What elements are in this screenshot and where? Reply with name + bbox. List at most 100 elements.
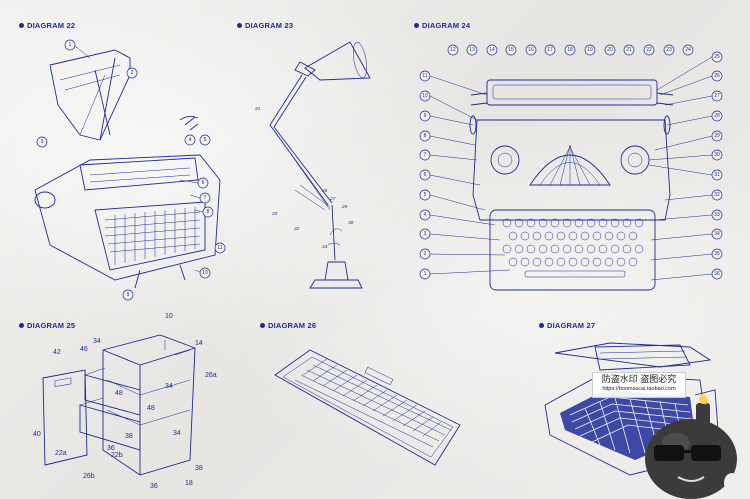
diagram-26-keyboard	[274, 349, 461, 466]
svg-text:34: 34	[93, 338, 101, 345]
diagram-22-title: DIAGRAM 22	[19, 21, 75, 30]
svg-text:8: 8	[207, 209, 210, 215]
svg-text:35: 35	[714, 251, 720, 257]
svg-text:18: 18	[567, 47, 573, 53]
watermark-banner: 防盗水印 盗图必究 https://boomsucai.taobao.com	[592, 372, 686, 398]
svg-text:6: 6	[424, 172, 427, 178]
svg-text:10: 10	[165, 313, 173, 320]
svg-text:10: 10	[202, 270, 208, 276]
svg-text:15: 15	[508, 47, 514, 53]
svg-text:23: 23	[666, 47, 672, 53]
svg-text:48: 48	[147, 405, 155, 412]
svg-text:14: 14	[195, 340, 203, 347]
svg-text:30: 30	[714, 152, 720, 158]
svg-text:11: 11	[422, 73, 427, 79]
svg-text:31: 31	[714, 172, 720, 178]
diagram-24-manual-typewriter: 12 13 14 15 16 17 18 19 20 21 22 23 24 2…	[419, 44, 723, 291]
svg-text:32: 32	[294, 226, 300, 232]
svg-text:22b: 22b	[111, 452, 123, 459]
diagram-23-title: DIAGRAM 23	[237, 21, 293, 30]
watermark-text: 防盗水印 盗图必究	[601, 374, 677, 384]
svg-text:10: 10	[422, 93, 428, 99]
svg-text:14: 14	[489, 47, 495, 53]
svg-text:34: 34	[173, 430, 181, 437]
svg-text:36: 36	[150, 483, 158, 490]
svg-text:33: 33	[272, 211, 278, 217]
svg-text:32: 32	[714, 192, 720, 198]
svg-text:6: 6	[202, 180, 205, 186]
diagram-title-text: DIAGRAM 22	[27, 21, 76, 30]
svg-text:27: 27	[329, 196, 336, 202]
svg-text:34: 34	[165, 383, 173, 390]
svg-text:1: 1	[69, 42, 72, 48]
svg-text:3: 3	[424, 231, 427, 237]
diagram-27-title: DIAGRAM 27	[539, 321, 595, 330]
svg-text:5: 5	[204, 137, 207, 143]
bomb-mascot-icon	[645, 394, 740, 499]
svg-text:30: 30	[348, 220, 354, 226]
diagram-title-text: DIAGRAM 25	[27, 321, 76, 330]
svg-text:7: 7	[424, 152, 427, 158]
svg-text:9: 9	[424, 113, 427, 119]
svg-text:36: 36	[107, 445, 115, 452]
svg-text:26a: 26a	[205, 372, 217, 379]
svg-text:25: 25	[714, 54, 720, 60]
svg-text:26: 26	[714, 73, 720, 79]
svg-text:8: 8	[424, 133, 427, 139]
svg-text:34: 34	[322, 244, 328, 250]
svg-text:42: 42	[53, 349, 61, 356]
svg-text:20: 20	[607, 47, 613, 53]
svg-text:4: 4	[424, 212, 427, 218]
svg-text:9: 9	[127, 292, 130, 298]
svg-text:29: 29	[341, 204, 348, 210]
svg-text:38: 38	[125, 433, 133, 440]
svg-text:29: 29	[714, 133, 720, 139]
svg-text:38: 38	[195, 465, 203, 472]
svg-text:31: 31	[255, 106, 261, 112]
diagram-26-title: DIAGRAM 26	[260, 321, 316, 330]
diagram-23-desk-lamp: 31 26 27 33 29 30 32 34	[255, 41, 371, 289]
diagram-title-text: DIAGRAM 27	[547, 321, 596, 330]
svg-text:22a: 22a	[55, 450, 67, 457]
diagram-24-keys	[502, 218, 644, 278]
diagram-24-callouts: 12 13 14 15 16 17 18 19 20 21 22 23 24 2…	[419, 44, 723, 280]
svg-text:13: 13	[469, 47, 475, 53]
svg-text:2: 2	[131, 70, 134, 76]
svg-text:26b: 26b	[83, 473, 95, 480]
diagram-25-title: DIAGRAM 25	[19, 321, 75, 330]
diagram-title-text: DIAGRAM 26	[268, 321, 317, 330]
svg-text:33: 33	[714, 212, 720, 218]
svg-text:5: 5	[424, 192, 427, 198]
svg-text:2: 2	[424, 251, 427, 257]
bullet-dot	[237, 23, 242, 28]
svg-text:26: 26	[321, 188, 328, 194]
svg-text:18: 18	[185, 480, 193, 487]
diagram-25-drawer-cabinet: 10 14 42 46 34 34 26a 48 48 34 40 22a 36…	[33, 313, 217, 490]
bullet-dot	[19, 323, 24, 328]
svg-text:17: 17	[547, 47, 553, 53]
bullet-dot	[414, 23, 419, 28]
svg-text:48: 48	[115, 390, 123, 397]
svg-text:22: 22	[646, 47, 652, 53]
diagram-22-electric-typewriter: 1 2 3 4 5 6 7 8 9 10 11	[34, 39, 226, 301]
svg-text:34: 34	[714, 231, 720, 237]
diagram-22-callouts: 1 2 3 4 5 6 7 8 9 10 11	[36, 39, 226, 301]
svg-text:19: 19	[587, 47, 593, 53]
bullet-dot	[260, 323, 265, 328]
bullet-dot	[19, 23, 24, 28]
svg-text:46: 46	[80, 346, 88, 353]
svg-text:11: 11	[217, 245, 222, 251]
bullet-dot	[539, 323, 544, 328]
diagram-24-title: DIAGRAM 24	[414, 21, 470, 30]
svg-text:12: 12	[450, 47, 456, 53]
diagram-title-text: DIAGRAM 24	[422, 21, 471, 30]
svg-text:28: 28	[714, 113, 720, 119]
watermark-url: https://boomsucai.taobao.com	[602, 386, 676, 392]
svg-text:4: 4	[189, 137, 192, 143]
diagram-title-text: DIAGRAM 23	[245, 21, 294, 30]
svg-text:7: 7	[204, 195, 207, 201]
svg-text:1: 1	[424, 271, 427, 277]
svg-text:36: 36	[714, 271, 720, 277]
svg-text:16: 16	[528, 47, 534, 53]
svg-text:40: 40	[33, 431, 41, 438]
